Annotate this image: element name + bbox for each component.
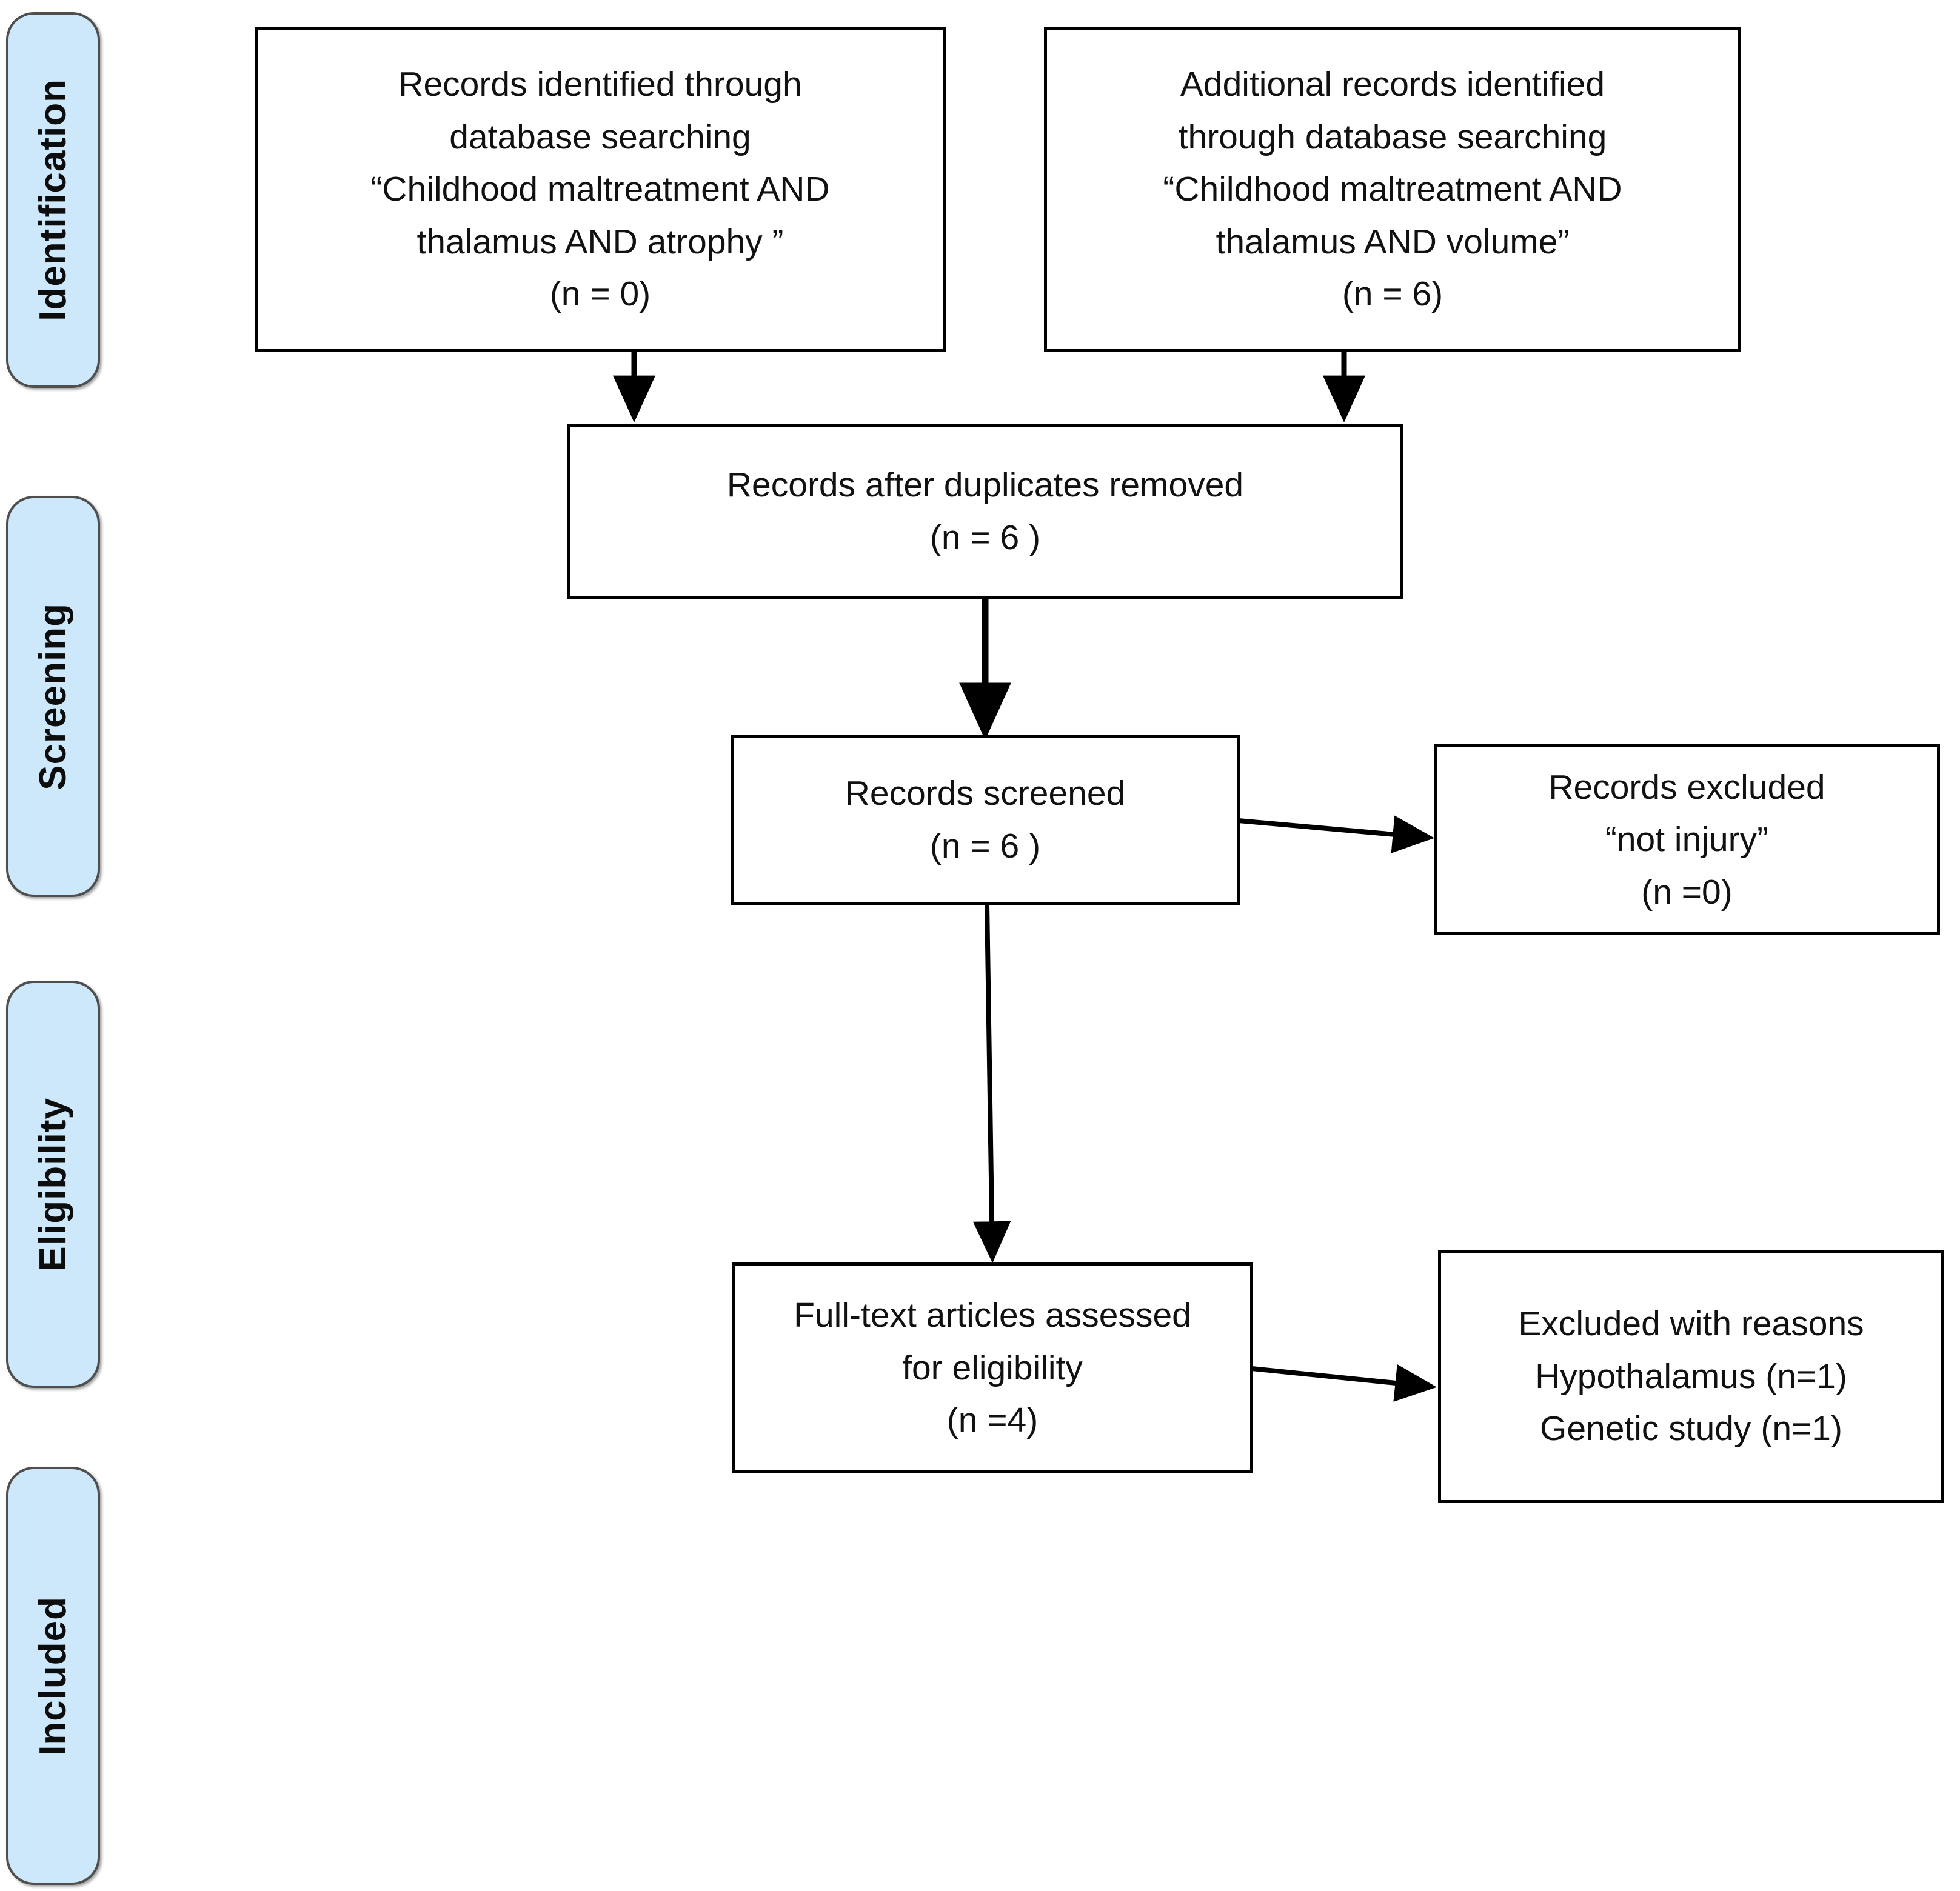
box-line: Excluded with reasons <box>1518 1304 1864 1344</box>
box-duplicates-removed: Records after duplicates removed (n = 6 … <box>567 424 1403 599</box>
phase-label-screening: Screening <box>32 602 74 790</box>
phase-bar-eligibility: Eligibility <box>6 981 100 1388</box>
box-count: (n =0) <box>1641 872 1733 912</box>
phase-bar-screening: Screening <box>6 496 100 897</box>
box-line: Records after duplicates removed <box>726 465 1244 505</box>
box-line: Full-text articles assessed <box>794 1296 1191 1335</box>
box-line: Genetic study (n=1) <box>1539 1409 1842 1449</box>
box-line: thalamus AND volume” <box>1216 222 1570 261</box>
box-line: Records screened <box>845 774 1126 813</box>
box-count: (n = 6 ) <box>929 827 1041 865</box>
box-line: database searching <box>449 117 751 156</box>
box-count: (n =4) <box>946 1401 1039 1440</box>
box-additional-records: Additional records identified through da… <box>1044 27 1741 352</box>
box-line: for eligibility <box>902 1348 1083 1387</box>
arrow-fulltext-to-excluded-reasons <box>1251 1364 1437 1402</box>
box-count: (n = 0) <box>549 275 651 314</box>
phase-label-included: Included <box>32 1596 74 1756</box>
box-line: Additional records identified <box>1180 64 1605 104</box>
box-excluded-with-reasons: Excluded with reasons Hypothalamus (n=1)… <box>1438 1250 1944 1503</box>
box-count: (n = 6 ) <box>929 518 1041 557</box>
box-fulltext-assessed: Full-text articles assessed for eligibil… <box>732 1262 1253 1473</box>
box-line: “not injury” <box>1605 820 1769 859</box>
arrow-screened-to-excluded <box>1238 815 1434 853</box>
box-count: (n = 6) <box>1342 275 1443 314</box>
box-records-excluded: Records excluded “not injury” (n =0) <box>1434 744 1940 935</box>
arrow-screened-to-fulltext <box>972 904 1011 1263</box>
box-line: “Childhood maltreatment AND <box>370 170 830 209</box>
box-line: Hypothalamus (n=1) <box>1535 1356 1847 1396</box>
phase-label-identification: Identification <box>32 79 74 321</box>
box-line: Records excluded <box>1548 767 1825 807</box>
phase-bar-included: Included <box>6 1467 100 1885</box>
phase-bar-identification: Identification <box>6 12 100 388</box>
box-line: through database searching <box>1178 117 1607 156</box>
box-line: thalamus AND atrophy ” <box>416 222 784 261</box>
box-records-screened: Records screened (n = 6 ) <box>731 735 1240 905</box>
box-line: Records identified through <box>398 64 802 104</box>
phase-label-eligibility: Eligibility <box>32 1097 74 1272</box>
box-records-identified: Records identified through database sear… <box>255 27 946 352</box>
box-line: “Childhood maltreatment AND <box>1163 170 1622 209</box>
